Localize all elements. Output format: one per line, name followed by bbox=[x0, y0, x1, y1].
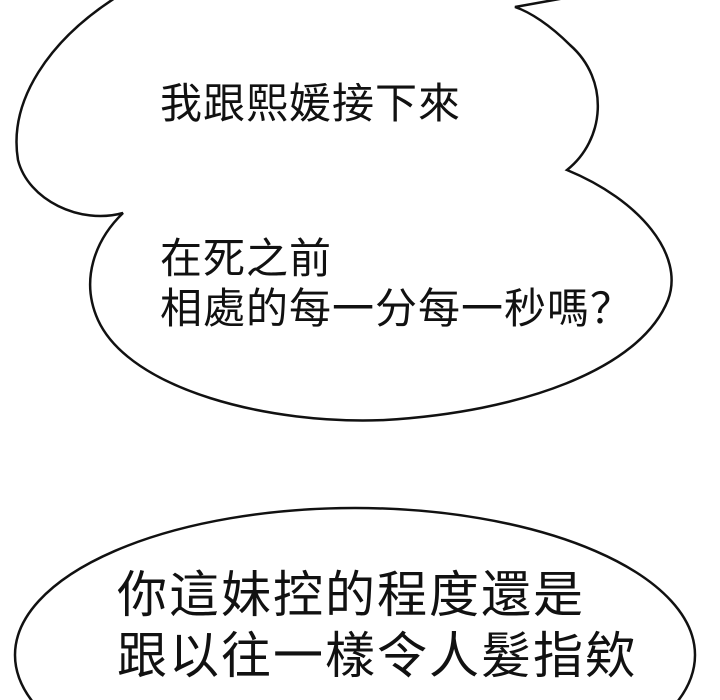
bubble-bottom-line-1: 你這妹控的程度還是 bbox=[117, 566, 585, 624]
speech-bubble-bottom bbox=[13, 506, 697, 700]
bubble-top-line-1: 我跟熙媛接下來 bbox=[160, 79, 462, 128]
bubble-top-line-2: 在死之前 bbox=[160, 234, 333, 283]
bubble-bottom-line-2: 跟以往一樣令人髮指欸 bbox=[117, 627, 637, 685]
speech-bubble-top bbox=[15, 0, 673, 422]
bubble-top-line-3: 相處的每一分每一秒嗎？ bbox=[160, 284, 634, 333]
